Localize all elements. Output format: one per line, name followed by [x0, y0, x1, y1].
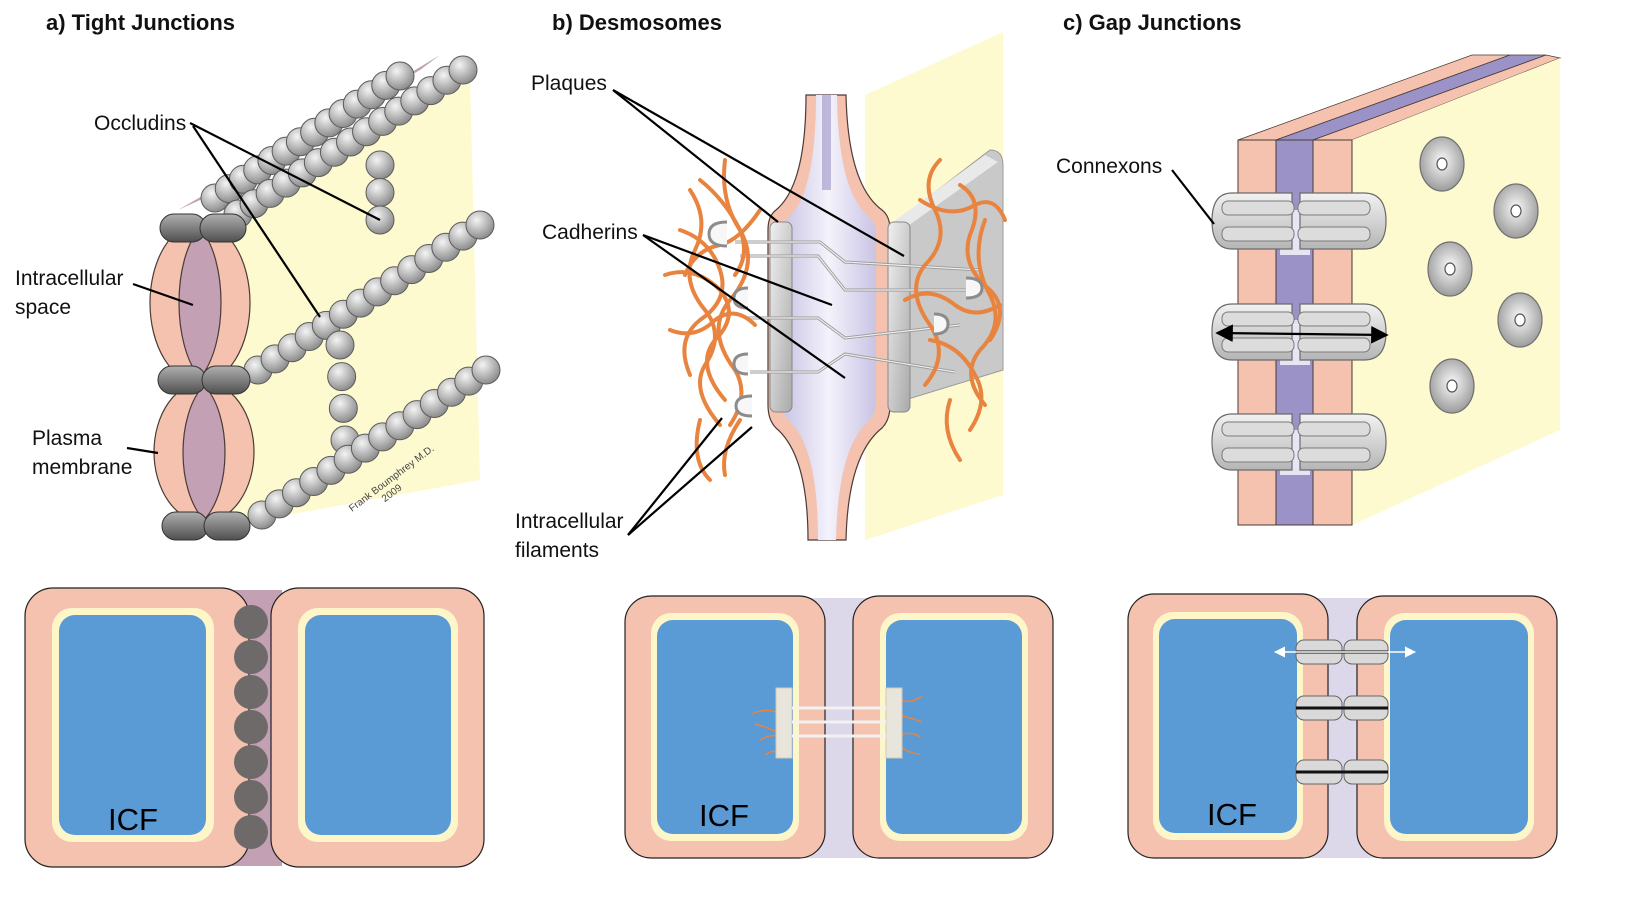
- filament: [668, 311, 757, 336]
- intracellular-space-label-2: space: [15, 296, 71, 319]
- icf-label-b: ICF: [699, 798, 749, 833]
- filament: [944, 398, 962, 462]
- plaque-right: [887, 221, 911, 413]
- filament: [928, 338, 984, 432]
- desmosome-schematic: ICF: [624, 595, 1054, 859]
- pore: [1427, 241, 1473, 297]
- filament: [694, 418, 712, 482]
- panel-a-tight-junctions: a) Tight Junctions: [15, 10, 501, 868]
- filament: [722, 418, 742, 477]
- filament: [903, 291, 1002, 315]
- panel-c-gap-junctions: c) Gap Junctions Connexons: [1056, 10, 1562, 859]
- occludins-label: Occludins: [94, 112, 186, 135]
- panel-b-title: b) Desmosomes: [552, 10, 722, 35]
- filament: [663, 270, 731, 402]
- connexon: [1211, 192, 1387, 250]
- leader-lines-b: [612, 89, 905, 536]
- filament: [969, 218, 998, 407]
- plasma-membrane-lower: [153, 381, 255, 523]
- pore: [1493, 183, 1539, 239]
- mini-cadherins: [792, 706, 886, 738]
- mini-connexons: [1295, 639, 1389, 785]
- plaques-label: Plaques: [531, 72, 607, 95]
- occludin-bead: [471, 355, 501, 385]
- occludin-bead: [365, 150, 395, 180]
- panel-c-title: c) Gap Junctions: [1063, 10, 1241, 35]
- filament: [918, 198, 1007, 222]
- plasma-membrane-label-1: Plasma: [32, 427, 102, 450]
- pore: [1429, 358, 1475, 414]
- connexon: [1211, 413, 1387, 471]
- panel-b-desmosomes: b) Desmosomes: [515, 10, 1054, 859]
- occludin-bead: [327, 362, 357, 392]
- filaments-label-1: Intracellular: [515, 510, 624, 533]
- leader-lines-a: [126, 122, 381, 455]
- mini-connexon: [1295, 695, 1389, 721]
- icf-label-c: ICF: [1207, 797, 1257, 832]
- filament: [687, 188, 722, 427]
- intracellular-space-label-1: Intracellular: [15, 267, 124, 290]
- occludin-bead: [365, 178, 395, 207]
- intercellular-core: [782, 95, 876, 540]
- plasma-membrane-label-2: membrane: [32, 456, 132, 479]
- pore: [1419, 136, 1465, 192]
- ion-flow-arrow: [1215, 324, 1389, 344]
- icf-label-a: ICF: [108, 802, 158, 837]
- connexon-pores: [1419, 136, 1543, 414]
- pore: [1497, 292, 1543, 348]
- filament: [716, 158, 750, 427]
- occludin-bead: [325, 330, 355, 360]
- leader-line-c: [1171, 169, 1215, 225]
- plasma-membrane-upper: [149, 222, 251, 384]
- panel-a-title: a) Tight Junctions: [46, 10, 235, 35]
- mini-connexon: [1295, 759, 1389, 785]
- occludin-column: [234, 605, 268, 849]
- occludin-bead: [448, 55, 478, 85]
- occludin-bead: [465, 210, 495, 240]
- filament: [678, 228, 725, 377]
- connexons-label: Connexons: [1056, 155, 1162, 178]
- tight-junction-schematic: ICF: [24, 587, 485, 868]
- occludin-bead: [385, 61, 415, 91]
- occludin-bead: [328, 393, 358, 423]
- occludin-strands: [200, 55, 501, 530]
- gap-junction-schematic: ICF: [1127, 593, 1558, 859]
- junction-caps: [157, 213, 251, 541]
- cadherins-label: Cadherins: [542, 221, 638, 244]
- intracellular-filaments: [663, 158, 1007, 482]
- filaments-label-2: filaments: [515, 539, 599, 562]
